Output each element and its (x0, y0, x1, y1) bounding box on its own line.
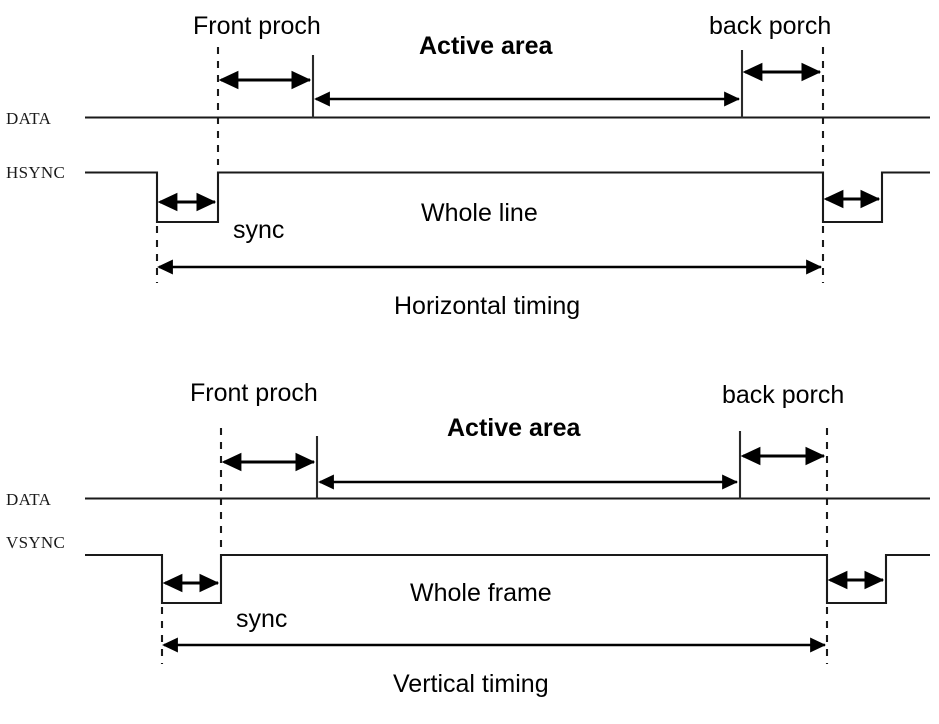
back-porch-label-h: back porch (709, 12, 831, 40)
back-porch-label-v: back porch (722, 381, 844, 409)
front-porch-label-h: Front proch (193, 12, 321, 40)
active-area-label-h: Active area (419, 32, 554, 60)
data-label-v: DATA (6, 490, 52, 509)
horizontal-timing-group (85, 47, 930, 283)
whole-line-label: Whole line (421, 199, 538, 227)
front-porch-label-v: Front proch (190, 379, 318, 407)
hsync-waveform-line (85, 171, 930, 224)
vertical-timing-group (85, 428, 930, 664)
whole-frame-label: Whole frame (410, 579, 552, 607)
vsync-label: VSYNC (6, 533, 65, 552)
vertical-timing-label: Vertical timing (393, 670, 549, 698)
sync-label-v: sync (236, 605, 287, 633)
data-label-h: DATA (6, 109, 52, 128)
hsync-label: HSYNC (6, 163, 65, 182)
vsync-waveform-line (85, 553, 930, 605)
sync-label-h: sync (233, 216, 284, 244)
horizontal-timing-label: Horizontal timing (394, 292, 580, 320)
active-area-label-v: Active area (447, 414, 582, 442)
